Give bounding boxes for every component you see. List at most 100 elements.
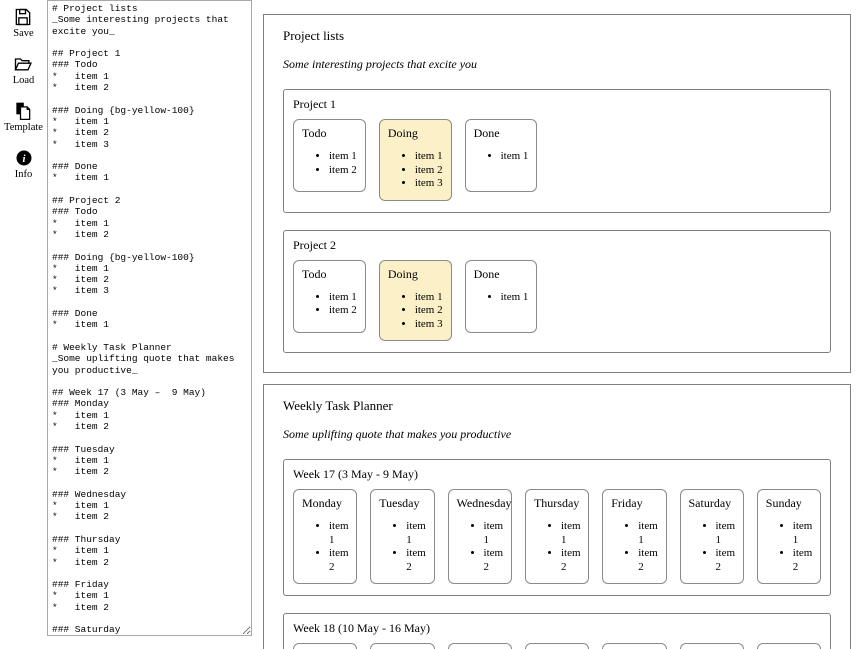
group-title: Project 2: [293, 237, 336, 252]
list-item: item 1: [406, 520, 426, 547]
save-label: Save: [13, 28, 34, 39]
list-item: item 1: [561, 520, 581, 547]
item-list: item 1item 2: [379, 520, 426, 574]
column-title: Friday: [611, 496, 643, 510]
list-item: item 2: [329, 547, 349, 574]
editor-pane: # Project lists _Some interesting projec…: [47, 0, 253, 649]
list-item: item 1: [501, 291, 529, 305]
template-label: Template: [4, 122, 43, 133]
markdown-editor[interactable]: # Project lists _Some interesting projec…: [47, 0, 252, 636]
board-column: Doing item 1item 2item 3: [378, 259, 452, 341]
item-list: item 1item 2item 3: [388, 150, 443, 191]
column-title: Todo: [302, 126, 327, 140]
load-label: Load: [12, 75, 35, 86]
column-title: Saturday: [688, 496, 732, 510]
list-item: item 2: [561, 547, 581, 574]
item-list: item 1item 2: [457, 520, 504, 574]
item-list: item 1item 2: [534, 520, 581, 574]
group-box: Project 2Todoitem 1item 2Doingitem 1item…: [283, 229, 831, 353]
column-title: Doing: [387, 126, 418, 140]
list-item: item 2: [716, 547, 736, 574]
board-column: Saturdayitem 1item 2: [679, 643, 744, 649]
load-button[interactable]: Load: [12, 54, 35, 86]
section-subtitle: Some interesting projects that excite yo…: [283, 57, 478, 71]
load-icon: [13, 54, 33, 74]
column-title: Done: [473, 266, 500, 281]
group-title: Project 1: [293, 97, 336, 111]
list-item: item 2: [329, 164, 357, 178]
list-item: item 1: [484, 520, 504, 547]
list-item: item 1: [638, 520, 658, 547]
template-button[interactable]: Template: [4, 101, 43, 133]
list-item: item 2: [484, 547, 504, 574]
item-list: item 1item 2item 3: [388, 291, 443, 332]
list-item: item 3: [415, 318, 443, 332]
group-box: Week 18 (10 May - 16 May) Mondayitem 1ite…: [283, 613, 831, 649]
board-column: Thursdayitem 1item 2: [524, 643, 590, 649]
save-button[interactable]: Save: [13, 7, 34, 39]
list-item: item 3: [415, 177, 443, 191]
column-title: Wednesday: [456, 496, 512, 510]
item-list: item 1item 2: [766, 520, 813, 574]
column-title: Doing: [387, 266, 418, 281]
list-item: item 1: [329, 150, 357, 164]
board-column: Wednesday item 1item 2: [447, 489, 512, 584]
columns-row: Todoitem 1item 2Doingitem 1item 2item 3D…: [293, 259, 821, 341]
section-title: Project lists: [283, 28, 345, 43]
item-list: item 1item 2: [689, 520, 736, 574]
section-subtitle: Some uplifting quote that makes you prod…: [283, 427, 512, 441]
save-icon: [13, 7, 33, 27]
board-column: Tuesday item 1item 2: [370, 489, 435, 584]
board-column: Doneitem 1: [464, 119, 538, 192]
board-column: Mondayitem 1item 2: [293, 643, 358, 649]
column-title: Sunday: [765, 496, 802, 510]
board-column: Wednesdayitem 1item 2: [447, 643, 512, 649]
list-item: item 1: [793, 520, 813, 547]
board-column: Doneitem 1: [464, 259, 538, 333]
column-title: Thursday: [533, 496, 580, 510]
group-box: Project 1Todoitem 1item 2Doingitem 1item…: [283, 89, 831, 213]
board-column: Tuesdayitem 1item 2: [370, 643, 435, 649]
list-item: item 1: [329, 291, 357, 305]
item-list: item 1item 2: [302, 291, 357, 318]
columns-row: Mondayitem 1item 2 Tuesdayitem 1item 2 Wed…: [293, 643, 822, 649]
board-column: Doing item 1item 2item 3: [378, 119, 452, 201]
board-column: Todoitem 1item 2: [293, 119, 366, 192]
column-title: Done: [473, 126, 500, 140]
list-item: item 1: [415, 291, 443, 305]
svg-text:i: i: [22, 153, 25, 165]
group-title: Week 17 (3 May - 9 May): [293, 467, 418, 481]
columns-row: Todoitem 1item 2Doingitem 1item 2item 3D…: [293, 119, 821, 201]
list-item: item 2: [415, 164, 443, 178]
list-item: item 2: [638, 547, 658, 574]
item-list: item 1item 2: [611, 520, 658, 574]
item-list: item 1item 2: [302, 520, 349, 574]
info-label: Info: [14, 169, 33, 180]
column-title: Todo: [302, 266, 327, 281]
template-icon: [13, 101, 33, 121]
board-column: Todoitem 1item 2: [293, 259, 366, 333]
item-list: item 1: [474, 291, 529, 305]
list-item: item 1: [415, 150, 443, 164]
board-column: Saturday item 1item 2: [679, 489, 744, 584]
group-title: Week 18 (10 May - 16 May): [293, 621, 430, 635]
board-column: Sundayitem 1item 2: [756, 643, 822, 649]
list-item: item 1: [329, 520, 349, 547]
list-item: item 2: [406, 547, 426, 574]
list-item: item 2: [415, 304, 443, 318]
list-item: item 1: [716, 520, 736, 547]
board-column: Fridayitem 1item 2: [602, 643, 667, 649]
column-title: Monday: [302, 496, 342, 510]
board-column: Sunday item 1item 2: [756, 489, 822, 584]
list-item: item 2: [329, 304, 357, 318]
item-list: item 1item 2: [302, 150, 357, 177]
board-column: Friday item 1item 2: [602, 489, 667, 584]
column-title: Tuesday: [379, 496, 420, 510]
list-item: item 2: [793, 547, 813, 574]
info-button[interactable]: i Info: [14, 148, 34, 180]
toolbar-sidebar: Save Load Template: [0, 0, 47, 649]
